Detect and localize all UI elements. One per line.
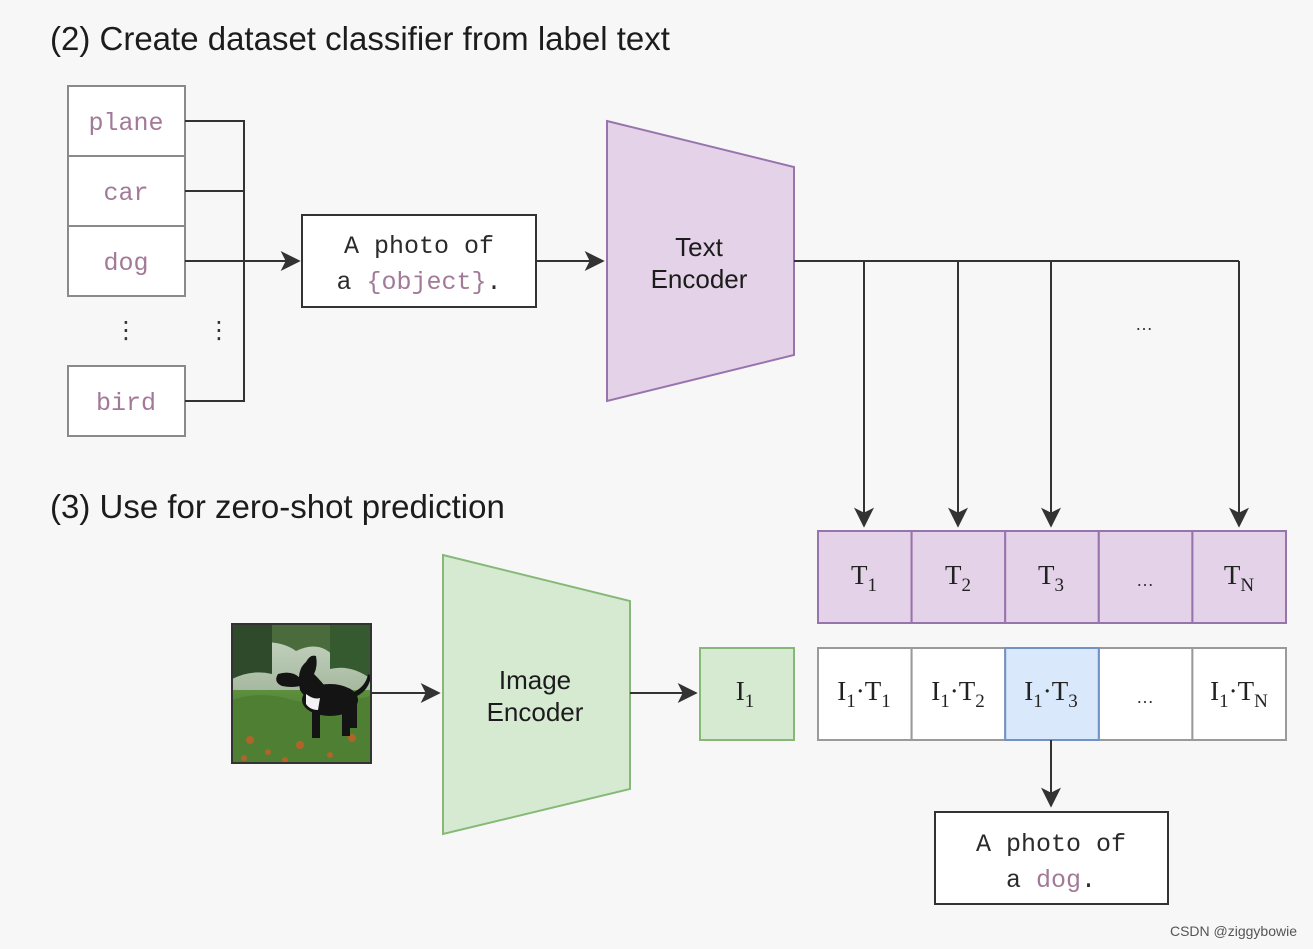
bus-ellipsis: ⋮ — [207, 316, 231, 344]
label-dog: dog — [103, 249, 148, 278]
label-car: car — [103, 179, 148, 208]
image-encoder-line1: Image — [499, 665, 571, 695]
section-2-heading: (2) Create dataset classifier from label… — [50, 20, 670, 57]
prediction-line2: a dog. — [1006, 866, 1096, 895]
similarity-1: I1·T1 — [837, 676, 891, 712]
label-box-car — [67, 155, 186, 227]
text-embedding-2: T2 — [945, 560, 971, 596]
label-box-dog — [67, 225, 186, 297]
text-encoder-line2: Encoder — [651, 264, 748, 294]
template-line2: a {object}. — [336, 268, 501, 297]
label-plane: plane — [88, 109, 163, 138]
arrows-ellipsis: … — [1135, 314, 1153, 334]
text-embedding-n: TN — [1224, 560, 1255, 596]
prediction-box — [934, 811, 1169, 905]
template-placeholder: {object} — [366, 268, 486, 297]
image-embedding-label: I1 — [736, 676, 755, 712]
template-line1: A photo of — [344, 232, 494, 261]
label-box-plane — [67, 85, 186, 157]
input-dog-photo — [231, 623, 372, 764]
labels-ellipsis: ⋮ — [114, 316, 138, 344]
similarity-highlight — [1004, 647, 1100, 741]
image-encoder-shape — [442, 553, 631, 836]
section-3-heading: (3) Use for zero-shot prediction — [50, 488, 505, 525]
text-embedding-1: T1 — [851, 560, 877, 596]
similarity-2: I1·T2 — [931, 676, 985, 712]
similarity-row: I1·T1 I1·T2 I1·T3 … I1·TN — [817, 647, 1288, 741]
image-encoder-line2: Encoder — [487, 697, 584, 727]
label-connectors — [185, 120, 301, 402]
similarity-ellipsis: … — [1136, 687, 1154, 707]
prediction-word: dog — [1036, 866, 1081, 895]
text-encoder-line1: Text — [675, 232, 723, 262]
similarity-n: I1·TN — [1210, 676, 1268, 712]
prediction-line1: A photo of — [976, 830, 1126, 859]
text-embedding-row: T1 T2 T3 … TN — [817, 530, 1288, 624]
text-embedding-3: T3 — [1038, 560, 1064, 596]
watermark: CSDN @ziggybowie — [1170, 923, 1297, 939]
text-encoder-shape — [606, 119, 795, 403]
label-list: plane car dog bird ⋮ ⋮ — [67, 85, 231, 437]
image-embedding-box — [699, 647, 795, 741]
label-bird: bird — [96, 389, 156, 418]
similarity-3: I1·T3 — [1024, 676, 1078, 712]
text-embedding-ellipsis: … — [1136, 570, 1154, 590]
text-encoder-outputs — [794, 260, 1249, 528]
